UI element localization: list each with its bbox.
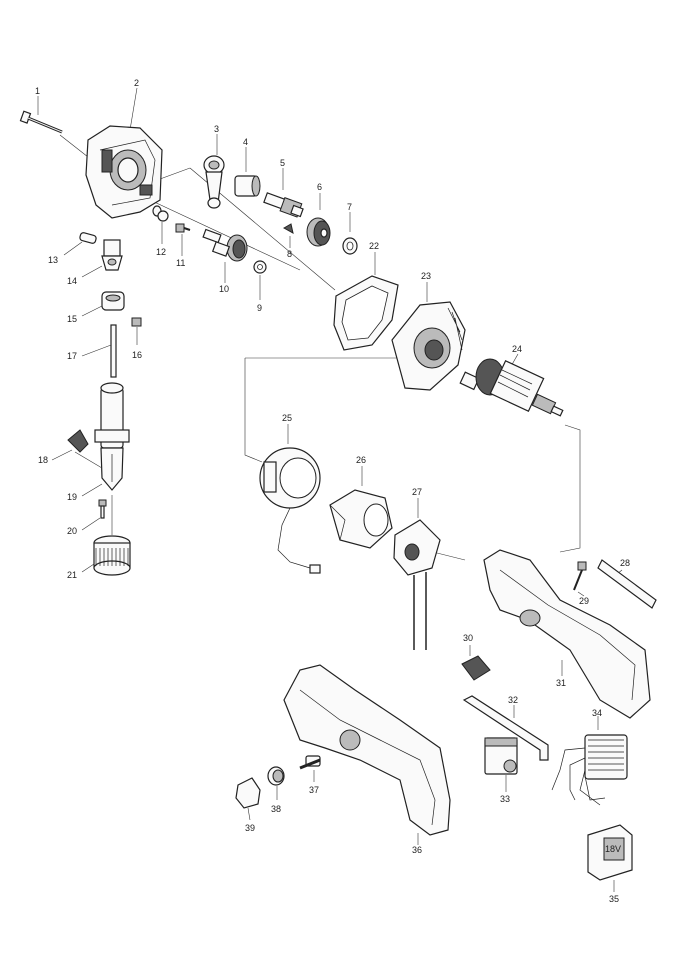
label-38: 38	[271, 804, 281, 814]
label-17: 17	[67, 351, 77, 361]
label-8: 8	[287, 249, 292, 259]
part-31-housing	[483, 549, 651, 719]
part-17-rod	[81, 324, 117, 378]
part-32-switch-rod	[462, 695, 549, 761]
part-14-connector	[81, 239, 123, 278]
part-26-field	[329, 466, 393, 549]
label-33: 33	[500, 794, 510, 804]
part-18-blade	[51, 429, 103, 469]
label-2: 2	[134, 78, 139, 88]
part-2-gear-housing	[85, 87, 163, 219]
label-18: 18	[38, 455, 48, 465]
part-number-labels: 1 2 3 4 5 6 7 8 9 10 11 12 13 14 15 16 1…	[35, 78, 630, 904]
label-14: 14	[67, 276, 77, 286]
label-30: 30	[463, 633, 473, 643]
part-37-screw	[299, 755, 321, 782]
label-11: 11	[176, 258, 185, 268]
part-5-spindle	[263, 168, 304, 218]
label-32: 32	[508, 695, 518, 705]
label-10: 10	[219, 284, 229, 294]
label-24: 24	[512, 344, 522, 354]
label-20: 20	[67, 526, 77, 536]
label-29: 29	[579, 596, 589, 606]
label-34: 34	[592, 708, 602, 718]
label-1: 1	[35, 86, 40, 96]
part-23-fan-housing	[391, 282, 466, 391]
part-4-bearing	[234, 147, 261, 197]
part-12-washer	[152, 205, 169, 244]
part-7-washer	[342, 212, 358, 255]
label-25: 25	[282, 413, 292, 423]
label-12: 12	[156, 247, 166, 257]
part-11-screw	[175, 223, 191, 256]
part-21-ring-nut	[81, 535, 131, 576]
label-3: 3	[214, 124, 219, 134]
label-36: 36	[412, 845, 422, 855]
label-15: 15	[67, 314, 77, 324]
part-38-spacer	[267, 766, 285, 800]
label-26: 26	[356, 455, 366, 465]
label-22: 22	[369, 241, 379, 251]
label-6: 6	[317, 182, 322, 192]
part-28-label	[597, 559, 657, 609]
part-19-shear-head	[81, 382, 130, 497]
label-9: 9	[257, 303, 262, 313]
label-21: 21	[67, 570, 77, 580]
label-35: 35	[609, 894, 619, 904]
part-15-slider	[81, 291, 125, 317]
part-24-armature	[459, 353, 564, 417]
part-13-pin	[63, 232, 97, 256]
part-25-field-ring	[259, 424, 321, 574]
label-27: 27	[412, 487, 422, 497]
label-13: 13	[48, 255, 58, 265]
label-16: 16	[132, 350, 142, 360]
part-10-pinion-shaft	[202, 228, 248, 283]
battery-marking: 18V	[605, 844, 621, 854]
part-29-screw	[573, 561, 587, 597]
part-20-screw	[81, 495, 113, 535]
label-4: 4	[243, 137, 248, 147]
part-27-brush-holder	[393, 498, 441, 650]
label-37: 37	[309, 785, 319, 795]
label-7: 7	[347, 202, 352, 212]
label-19: 19	[67, 492, 77, 502]
part-1-screw	[19, 96, 63, 134]
part-35-terminal: 18V	[587, 824, 633, 892]
label-39: 39	[245, 823, 255, 833]
part-33-switch	[484, 737, 518, 792]
part-6-gear	[306, 193, 331, 247]
label-31: 31	[556, 678, 566, 688]
label-23: 23	[421, 271, 431, 281]
part-9-washer	[253, 260, 267, 300]
part-16-set-screw	[131, 317, 142, 345]
part-3-crank-arm	[203, 134, 225, 209]
part-8-key	[282, 223, 294, 248]
part-30-switch-lever	[461, 645, 491, 681]
label-28: 28	[620, 558, 630, 568]
part-22-gasket	[333, 252, 399, 351]
label-5: 5	[280, 158, 285, 168]
part-36-housing	[283, 664, 451, 845]
part-39-cap	[235, 777, 261, 821]
part-34-controller	[551, 716, 628, 806]
